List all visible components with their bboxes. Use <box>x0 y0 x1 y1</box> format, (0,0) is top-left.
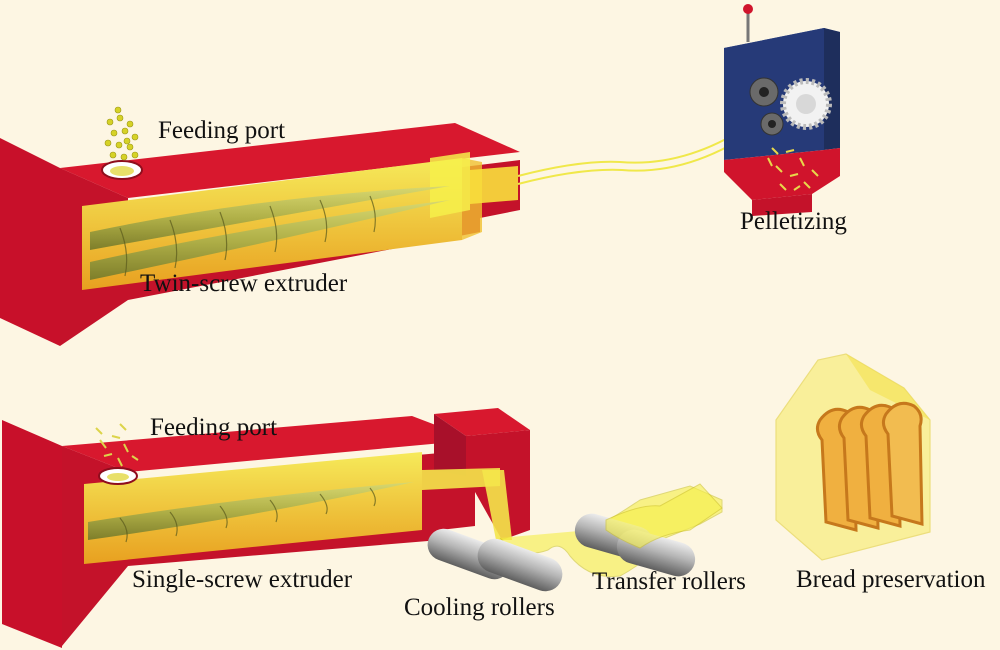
label-bread-preservation: Bread preservation <box>796 566 986 593</box>
extruder-top-face <box>60 123 520 198</box>
bread-package <box>775 353 931 561</box>
label-single-screw-extruder: Single-screw extruder <box>132 566 353 593</box>
single-screw-extruder <box>2 408 530 648</box>
feeding-pellets <box>95 423 139 467</box>
extruder-die <box>430 152 470 218</box>
film-over-transfer <box>605 483 723 549</box>
label-feeding-port-bottom: Feeding port <box>150 414 278 441</box>
cooling-rollers <box>427 528 563 592</box>
pelletizer-knob <box>743 4 753 14</box>
label-feeding-port-top: Feeding port <box>158 117 286 144</box>
label-twin-screw-extruder: Twin-screw extruder <box>140 270 348 297</box>
label-pelletizing: Pelletizing <box>740 208 847 235</box>
label-transfer-rollers: Transfer rollers <box>592 568 746 595</box>
pelletizer <box>724 4 840 216</box>
pelletizer-hopper <box>724 148 840 200</box>
single-screw <box>88 482 414 540</box>
extruder-top-face <box>62 416 475 472</box>
pelletizer-outlet <box>752 194 812 216</box>
cutter-gear-icon <box>780 78 832 130</box>
die-channel <box>422 468 500 490</box>
cooling-roller-right <box>477 538 563 592</box>
die-outlet <box>482 470 512 540</box>
feeding-granules <box>104 106 139 161</box>
feeding-port-material <box>107 473 129 481</box>
single-screw-flights <box>119 487 376 543</box>
twin-screw-lower <box>90 200 450 280</box>
extruder-end-plate <box>2 420 62 648</box>
twin-screw-flights <box>119 195 376 277</box>
die-block-top <box>434 408 530 436</box>
twin-screw-extruder <box>0 123 520 346</box>
pellets <box>767 147 819 191</box>
die-block-side <box>434 414 466 476</box>
extruder-end-plate <box>0 138 60 346</box>
pelletizer-side <box>824 28 840 150</box>
label-cooling-rollers: Cooling rollers <box>404 594 555 621</box>
feeding-port-material <box>110 166 134 176</box>
bread-slices-icon <box>815 401 924 532</box>
extruder-die-tip <box>470 166 518 204</box>
extruded-strands <box>517 117 765 185</box>
